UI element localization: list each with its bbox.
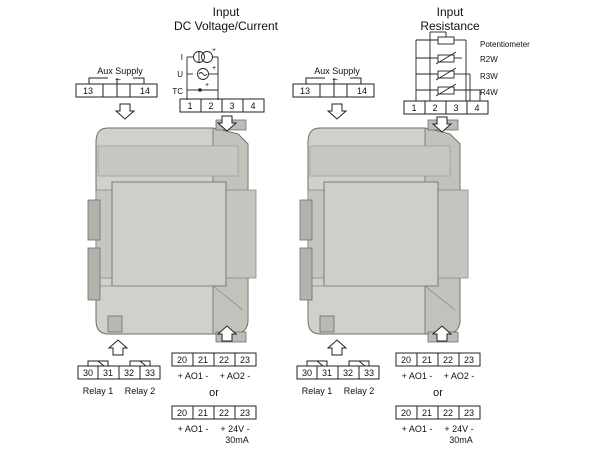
right-ao-terminal-22: 22 [443, 355, 453, 365]
right-ao-label-1: + AO1 - [402, 371, 433, 381]
left-relay-terminal-31: 31 [103, 368, 113, 378]
left-aux-label: Aux Supply [97, 66, 143, 76]
left-source-label-tc: TC [172, 87, 183, 96]
left-input-terminal-3: 3 [229, 101, 234, 111]
right-resistance-label-r4w: R4W [480, 88, 498, 97]
right-title-line1: Input [437, 5, 464, 19]
left-ao-terminal-21: 21 [198, 355, 208, 365]
left-ao-label-2: + AO2 - [220, 371, 251, 381]
left-source-label-u: U [177, 70, 183, 79]
right-aux-terminal-14: 14 [357, 86, 367, 96]
right-ao-terminal-20: 20 [401, 355, 411, 365]
left-plus-tc: + [205, 82, 209, 89]
left-input-terminal-1: 1 [187, 101, 192, 111]
right-aux-terminal-block [292, 77, 375, 98]
right-ao-terminal-block [395, 352, 481, 367]
right-relay-terminal-33: 33 [364, 368, 374, 378]
left-aux-tilde: ~ [115, 75, 121, 86]
right-alt-terminal-23: 23 [464, 408, 474, 418]
left-source-label-i: I [181, 53, 183, 62]
left-aux-terminal-block [75, 77, 158, 98]
right-input-terminal-1: 1 [411, 103, 416, 113]
right-aux-tilde: ~ [332, 75, 338, 86]
right-resistance-label-r2w: R2W [480, 55, 498, 64]
right-alt-terminal-21: 21 [422, 408, 432, 418]
right-input-terminal-3: 3 [453, 103, 458, 113]
left-aux-terminal-13: 13 [83, 86, 93, 96]
left-relay-label-2: Relay 2 [125, 386, 156, 396]
left-alt-terminal-23: 23 [240, 408, 250, 418]
right-ao-label-2: + AO2 - [444, 371, 475, 381]
left-relay-terminal-32: 32 [124, 368, 134, 378]
left-input-terminal-2: 2 [208, 101, 213, 111]
left-housing [87, 119, 257, 343]
left-alt-label-2: + 24V - [220, 424, 249, 434]
right-input-terminal-4: 4 [474, 103, 479, 113]
right-alt-terminal-block [395, 405, 481, 420]
right-relay-terminal-block [296, 360, 380, 380]
left-alt-terminal-block [171, 405, 257, 420]
left-input-terminal-4: 4 [250, 101, 255, 111]
right-or-text: or [433, 387, 443, 399]
left-relay-terminal-30: 30 [83, 368, 93, 378]
left-relay-label-1: Relay 1 [83, 386, 114, 396]
left-ao-label-1: + AO1 - [178, 371, 209, 381]
right-relay-arrow-icon [327, 339, 347, 356]
left-relay-terminal-33: 33 [145, 368, 155, 378]
right-housing [299, 119, 469, 343]
left-source-wiring [186, 51, 219, 100]
left-ao-terminal-block [171, 352, 257, 367]
right-input-terminal-2: 2 [432, 103, 437, 113]
right-ao-terminal-21: 21 [422, 355, 432, 365]
right-alt-terminal-20: 20 [401, 408, 411, 418]
left-alt-terminal-21: 21 [198, 408, 208, 418]
left-alt-terminal-20: 20 [177, 408, 187, 418]
left-ao-terminal-22: 22 [219, 355, 229, 365]
left-ao-terminal-23: 23 [240, 355, 250, 365]
right-relay-label-2: Relay 2 [344, 386, 375, 396]
right-aux-arrow-icon [327, 103, 347, 120]
left-relay-terminal-block [77, 360, 161, 380]
right-resistance-label-potentiometer: Potentiometer [480, 40, 530, 49]
right-title-line2: Resistance [420, 19, 480, 33]
right-relay-terminal-30: 30 [302, 368, 312, 378]
left-alt-terminal-22: 22 [219, 408, 229, 418]
right-alt-terminal-22: 22 [443, 408, 453, 418]
right-alt-sub: 30mA [449, 435, 473, 445]
left-input-terminal-block [179, 98, 265, 113]
right-aux-terminal-13: 13 [300, 86, 310, 96]
right-aux-label: Aux Supply [314, 66, 360, 76]
right-ao-terminal-23: 23 [464, 355, 474, 365]
left-alt-sub: 30mA [225, 435, 249, 445]
right-alt-label-2: + 24V - [444, 424, 473, 434]
left-tc-junction [198, 88, 202, 92]
left-or-text: or [209, 387, 219, 399]
left-alt-label-1: + AO1 - [178, 424, 209, 434]
left-aux-terminal-14: 14 [140, 86, 150, 96]
right-resistance-label-r3w: R3W [480, 72, 498, 81]
left-aux-arrow-icon [115, 103, 135, 120]
left-title-line1: Input [213, 5, 240, 19]
left-plus-u: + [212, 65, 216, 72]
right-alt-label-1: + AO1 - [402, 424, 433, 434]
right-relay-terminal-31: 31 [322, 368, 332, 378]
right-input-terminal-block [403, 100, 489, 115]
right-relay-terminal-32: 32 [343, 368, 353, 378]
left-ao-terminal-20: 20 [177, 355, 187, 365]
left-relay-arrow-icon [108, 339, 128, 356]
right-resistance-wiring [415, 31, 481, 101]
left-plus-i: + [212, 47, 216, 54]
right-relay-label-1: Relay 1 [302, 386, 333, 396]
left-title-line2: DC Voltage/Current [174, 19, 279, 33]
